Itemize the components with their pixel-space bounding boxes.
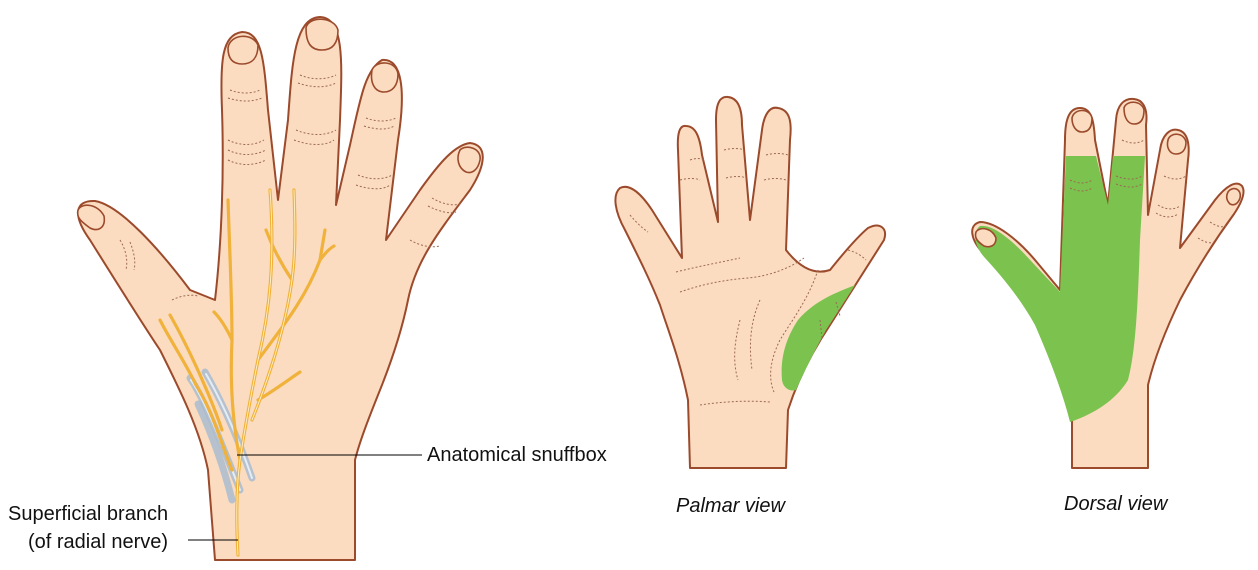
dorsal-view-hand: [971, 97, 1245, 469]
dorsal-view-caption: Dorsal view: [1064, 493, 1168, 515]
palmar-superficial-radial-area: [781, 285, 855, 391]
palmar-view-hand: [614, 95, 886, 469]
dorsal-superficial-radial-area: [975, 156, 1145, 422]
palmar-view-caption: Palmar view: [676, 495, 785, 517]
superficial-branch-label-line1: Superficial branch: [8, 503, 169, 525]
anatomical-snuffbox-label: Anatomical snuffbox: [427, 444, 607, 466]
superficial-branch-label-line2: (of radial nerve): [28, 531, 169, 553]
large-dorsal-hand: [76, 16, 484, 561]
